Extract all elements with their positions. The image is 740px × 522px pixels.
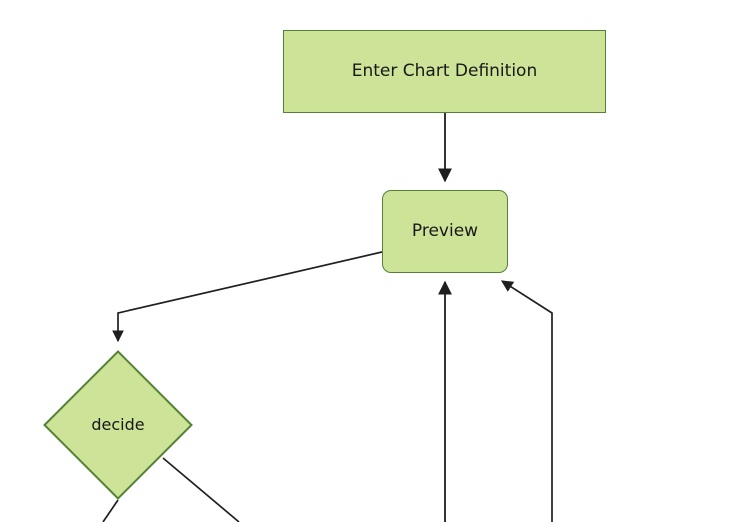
edge-decide-right-out — [162, 457, 240, 522]
node-decide[interactable]: decide — [43, 350, 193, 500]
node-label-enter-chart-definition: Enter Chart Definition — [351, 61, 538, 82]
edge-decide-bottom-out — [102, 499, 119, 522]
node-label-preview: Preview — [411, 221, 479, 242]
edge-return-right-to-preview — [500, 280, 553, 522]
edge-preview-to-decide — [112, 251, 383, 343]
node-enter-chart-definition[interactable]: Enter Chart Definition — [283, 30, 606, 113]
diamond-shape-icon — [43, 350, 193, 500]
node-preview[interactable]: Preview — [382, 190, 508, 273]
node-label-decide: decide — [91, 415, 145, 435]
